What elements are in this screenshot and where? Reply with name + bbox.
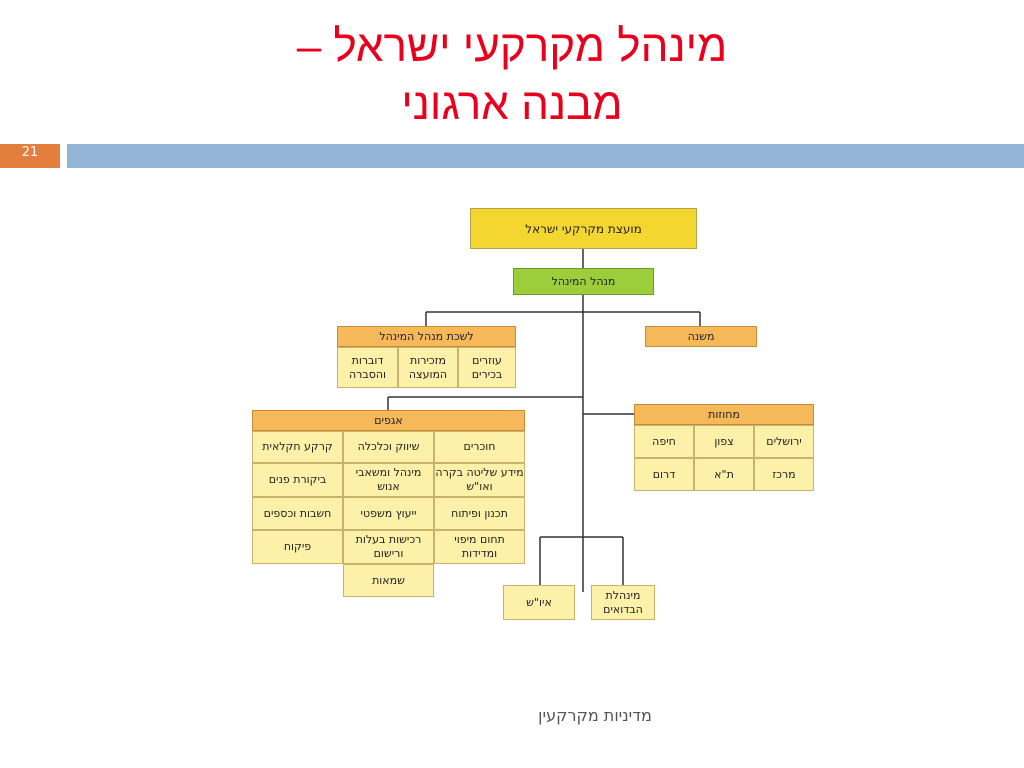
district-item: ירושלים (754, 425, 814, 458)
slide-title: מינהל מקרקעי ישראל – מבנה ארגוני (0, 18, 1024, 134)
division-item: חשבות וכספים (252, 497, 343, 530)
division-item: מידע שליטה בקרה ואו"ש (434, 463, 525, 497)
ayosh-box: איו"ש (503, 585, 575, 620)
deputy-box: משנה (645, 326, 757, 347)
district-item: ת"א (694, 458, 754, 491)
district-item: חיפה (634, 425, 694, 458)
header-strip (67, 144, 1024, 168)
division-item: רכישות בעלות ורישום (343, 530, 434, 564)
district-item: מרכז (754, 458, 814, 491)
bureau-item: דוברות והסברה (337, 347, 398, 388)
council-box: מועצת מקרקעי ישראל (470, 208, 697, 249)
division-item: מינהל ומשאבי אנוש (343, 463, 434, 497)
bureau-item: מזכירות המועצה (398, 347, 458, 388)
title-line-2: מבנה ארגוני (401, 80, 623, 129)
bedouin-authority-box: מינהלת הבדואים (591, 585, 655, 620)
division-item: פיקוח (252, 530, 343, 564)
divisions-header: אגפים (252, 410, 525, 431)
district-item: דרום (634, 458, 694, 491)
districts-header: מחוזות (634, 404, 814, 425)
slide-footer: מדיניות מקרקעין (538, 706, 652, 725)
district-item: צפון (694, 425, 754, 458)
division-item: שמאות (343, 564, 434, 597)
division-item: קרקע חקלאית (252, 431, 343, 463)
division-item: ביקורת פנים (252, 463, 343, 497)
title-line-1: מינהל מקרקעי ישראל – (296, 22, 728, 71)
division-item: ייעוץ משפטי (343, 497, 434, 530)
division-item: תחום מיפוי ומדידות (434, 530, 525, 564)
division-item: תכנון ופיתוח (434, 497, 525, 530)
slide-number: 21 (0, 144, 60, 168)
division-item: שיווק וכלכלה (343, 431, 434, 463)
bureau-item: עוזרים בכירים (458, 347, 516, 388)
director-box: מנהל המינהל (513, 268, 654, 295)
bureau-header: לשכת מנהל המינהל (337, 326, 516, 347)
division-item: חוכרים (434, 431, 525, 463)
